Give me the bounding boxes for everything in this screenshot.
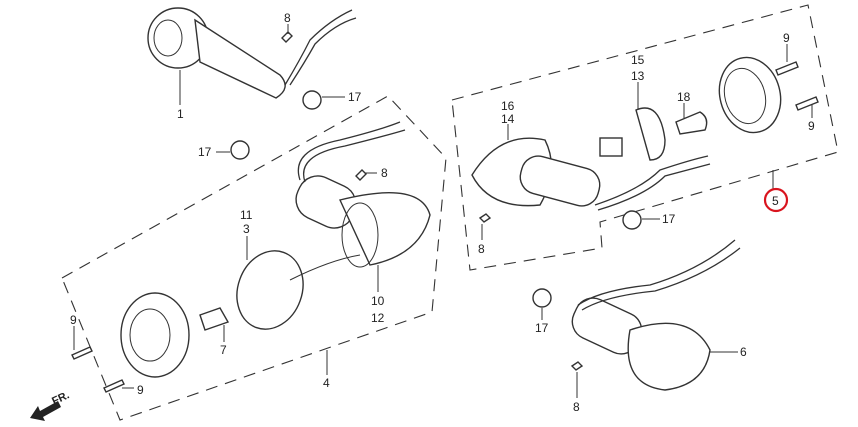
callout-10[interactable]: 10 — [371, 294, 385, 308]
turn-signal-part-6[interactable] — [566, 239, 741, 391]
turn-signal-assembly-left[interactable] — [226, 121, 431, 339]
callout-1[interactable]: 1 — [177, 107, 184, 121]
callout-11[interactable]: 11 — [240, 208, 253, 222]
callout-9[interactable]: 9 — [137, 383, 144, 397]
callout-6[interactable]: 6 — [740, 345, 747, 359]
group-outline-right — [451, 4, 839, 271]
turn-signal-part-1[interactable] — [147, 7, 357, 99]
callout-17[interactable]: 17 — [662, 212, 676, 226]
callout-9[interactable]: 9 — [808, 119, 815, 133]
screw-icon — [478, 213, 492, 223]
nut-icon — [302, 90, 322, 110]
screw-icon — [355, 169, 367, 181]
screw-icon — [71, 346, 93, 360]
highlight-circle — [763, 187, 789, 213]
callout-18[interactable]: 18 — [677, 90, 691, 104]
callout-4[interactable]: 4 — [323, 376, 330, 390]
callout-13[interactable]: 13 — [631, 69, 645, 83]
callout-8[interactable]: 8 — [573, 400, 580, 414]
callout-7[interactable]: 7 — [220, 343, 227, 357]
callout-3[interactable]: 3 — [243, 222, 250, 236]
callout-17[interactable]: 17 — [198, 145, 212, 159]
callout-15[interactable]: 15 — [631, 53, 645, 67]
callout-8[interactable]: 8 — [478, 242, 485, 256]
callout-8[interactable]: 8 — [284, 11, 291, 25]
lens-housing-left[interactable] — [120, 292, 230, 378]
turn-signal-assembly-right[interactable] — [471, 107, 711, 211]
screw-icon — [570, 361, 584, 371]
screw-icon — [775, 61, 799, 76]
callout-16[interactable]: 16 — [501, 99, 515, 113]
screw-icon — [795, 96, 819, 111]
callout-17[interactable]: 17 — [348, 90, 362, 104]
callout-9[interactable]: 9 — [70, 313, 77, 327]
callout-14[interactable]: 14 — [501, 112, 515, 126]
callout-5[interactable]: 5 — [772, 194, 779, 208]
nut-icon — [230, 140, 250, 160]
callout-17[interactable]: 17 — [535, 321, 549, 335]
callout-9[interactable]: 9 — [783, 31, 790, 45]
callout-8[interactable]: 8 — [381, 166, 388, 180]
nut-icon — [532, 288, 552, 308]
front-direction-arrow-icon — [30, 401, 61, 421]
nut-icon — [622, 210, 642, 230]
screw-icon — [281, 31, 293, 43]
screw-icon — [103, 379, 125, 393]
leader-lines — [73, 24, 813, 398]
front-label: FR. — [50, 389, 71, 407]
group-outline-left — [61, 95, 447, 421]
bulb-part-18[interactable] — [675, 111, 708, 135]
callout-12[interactable]: 12 — [371, 311, 385, 325]
lens-housing-right[interactable] — [711, 51, 789, 140]
